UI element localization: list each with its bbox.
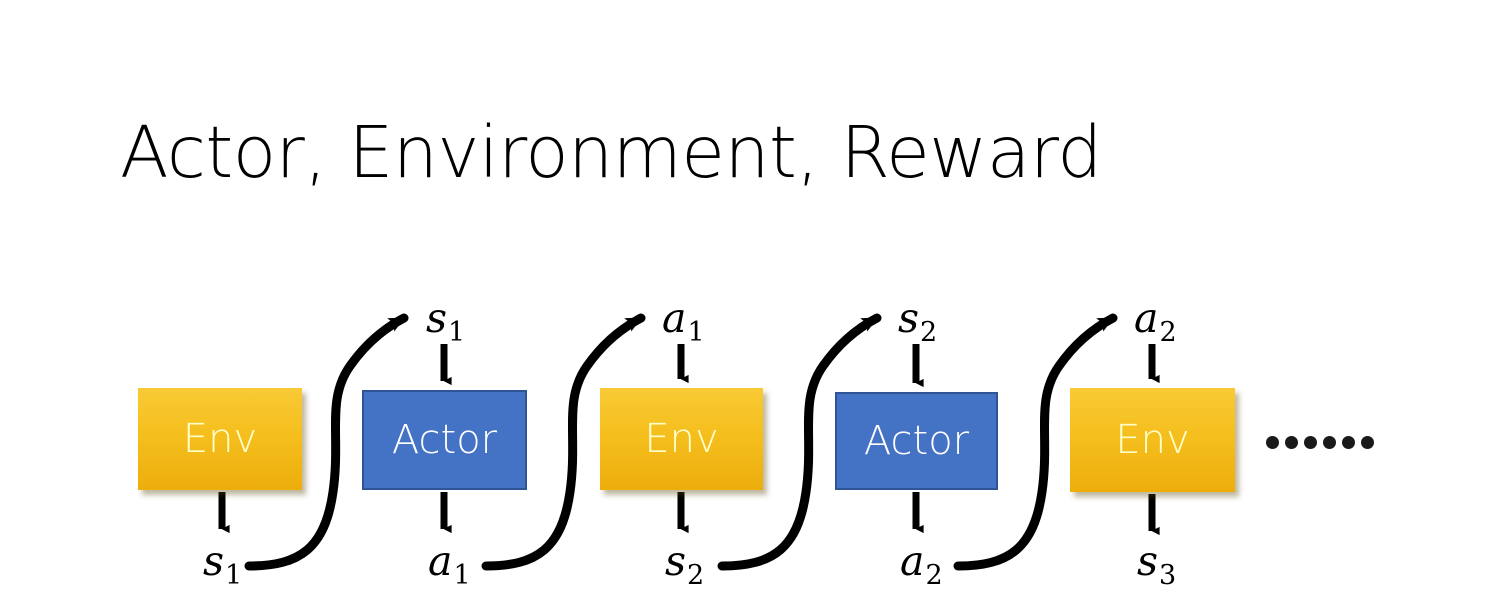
top-label-s1-subscript: 1 bbox=[448, 317, 466, 348]
top-label-a2-subscript: 2 bbox=[1159, 317, 1177, 348]
curve-a2 bbox=[953, 313, 1118, 571]
ellipsis-dot bbox=[1285, 436, 1298, 449]
actor-box-1[interactable]: Actor bbox=[362, 390, 527, 490]
bottom-label-s2: s2 bbox=[665, 541, 704, 590]
ellipsis-continuation bbox=[1266, 436, 1374, 449]
bottom-label-a1-symbol: a bbox=[428, 537, 453, 585]
down-arrows-from-boxes bbox=[218, 492, 1160, 536]
bottom-label-a2: a2 bbox=[900, 541, 943, 590]
bottom-label-s2-symbol: s bbox=[665, 537, 687, 585]
curve-a1 bbox=[481, 313, 646, 571]
bottom-label-s1-subscript: 1 bbox=[225, 560, 243, 591]
bottom-label-s3-subscript: 3 bbox=[1159, 560, 1177, 591]
env-box-2-label: Env bbox=[644, 416, 719, 462]
curve-s1 bbox=[244, 313, 409, 571]
top-label-s1-symbol: s bbox=[426, 294, 448, 342]
ellipsis-dot bbox=[1266, 436, 1279, 449]
env-box-3[interactable]: Env bbox=[1070, 388, 1235, 492]
top-label-a2: a2 bbox=[1134, 298, 1177, 347]
top-label-s2-subscript: 2 bbox=[920, 317, 938, 348]
ellipsis-dot bbox=[1304, 436, 1317, 449]
bottom-label-s2-subscript: 2 bbox=[687, 560, 705, 591]
env-box-1-label: Env bbox=[182, 416, 258, 462]
ellipsis-dot bbox=[1323, 436, 1336, 449]
curve-s2 bbox=[717, 313, 882, 571]
bottom-label-s3: s3 bbox=[1137, 541, 1176, 590]
actor-box-2-label: Actor bbox=[863, 418, 970, 464]
ellipsis-dot bbox=[1361, 436, 1374, 449]
bottom-label-a1-subscript: 1 bbox=[453, 560, 471, 591]
bottom-label-s1: s1 bbox=[203, 541, 242, 590]
top-label-s1: s1 bbox=[426, 298, 465, 347]
top-label-a1-symbol: a bbox=[662, 294, 687, 342]
connector-curves bbox=[244, 313, 1118, 571]
page-title: Actor, Environment, Reward bbox=[120, 111, 1102, 194]
bottom-label-a1: a1 bbox=[428, 541, 471, 590]
ellipsis-dot bbox=[1342, 436, 1355, 449]
env-box-3-label: Env bbox=[1115, 417, 1190, 463]
bottom-label-s1-symbol: s bbox=[203, 537, 225, 585]
env-box-2[interactable]: Env bbox=[600, 388, 763, 490]
top-label-a1-subscript: 1 bbox=[687, 317, 705, 348]
actor-box-2[interactable]: Actor bbox=[835, 392, 998, 490]
top-label-a1: a1 bbox=[662, 298, 705, 347]
env-box-1[interactable]: Env bbox=[138, 388, 302, 490]
top-label-s2-symbol: s bbox=[898, 294, 920, 342]
bottom-label-s3-symbol: s bbox=[1137, 537, 1159, 585]
bottom-label-a2-subscript: 2 bbox=[925, 560, 943, 591]
bottom-label-a2-symbol: a bbox=[900, 537, 925, 585]
actor-box-1-label: Actor bbox=[391, 417, 498, 463]
down-arrows-into-boxes bbox=[440, 344, 1160, 388]
top-label-a2-symbol: a bbox=[1134, 294, 1159, 342]
top-label-s2: s2 bbox=[898, 298, 937, 347]
